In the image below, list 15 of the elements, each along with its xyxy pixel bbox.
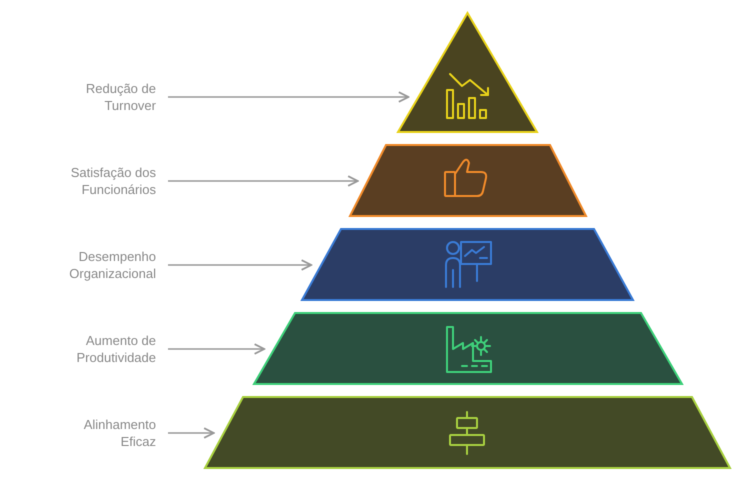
arrow [168,91,410,103]
pyramid-tier [302,229,633,300]
tier-label: Alinhamento Eficaz [50,416,156,450]
pyramid-tier [205,397,730,468]
tier-label: Desempenho Organizacional [50,248,156,282]
tier-label: Aumento de Produtividade [50,332,156,366]
arrow [168,427,215,439]
arrow [168,343,266,355]
pyramid-top-triangle [398,13,537,132]
pyramid-tier [350,145,586,216]
tier-label: Redução de Turnover [50,80,156,114]
arrow [168,175,359,187]
tier-label: Satisfação dos Funcionários [50,164,156,198]
arrow [168,259,312,271]
pyramid-tier [254,313,682,384]
